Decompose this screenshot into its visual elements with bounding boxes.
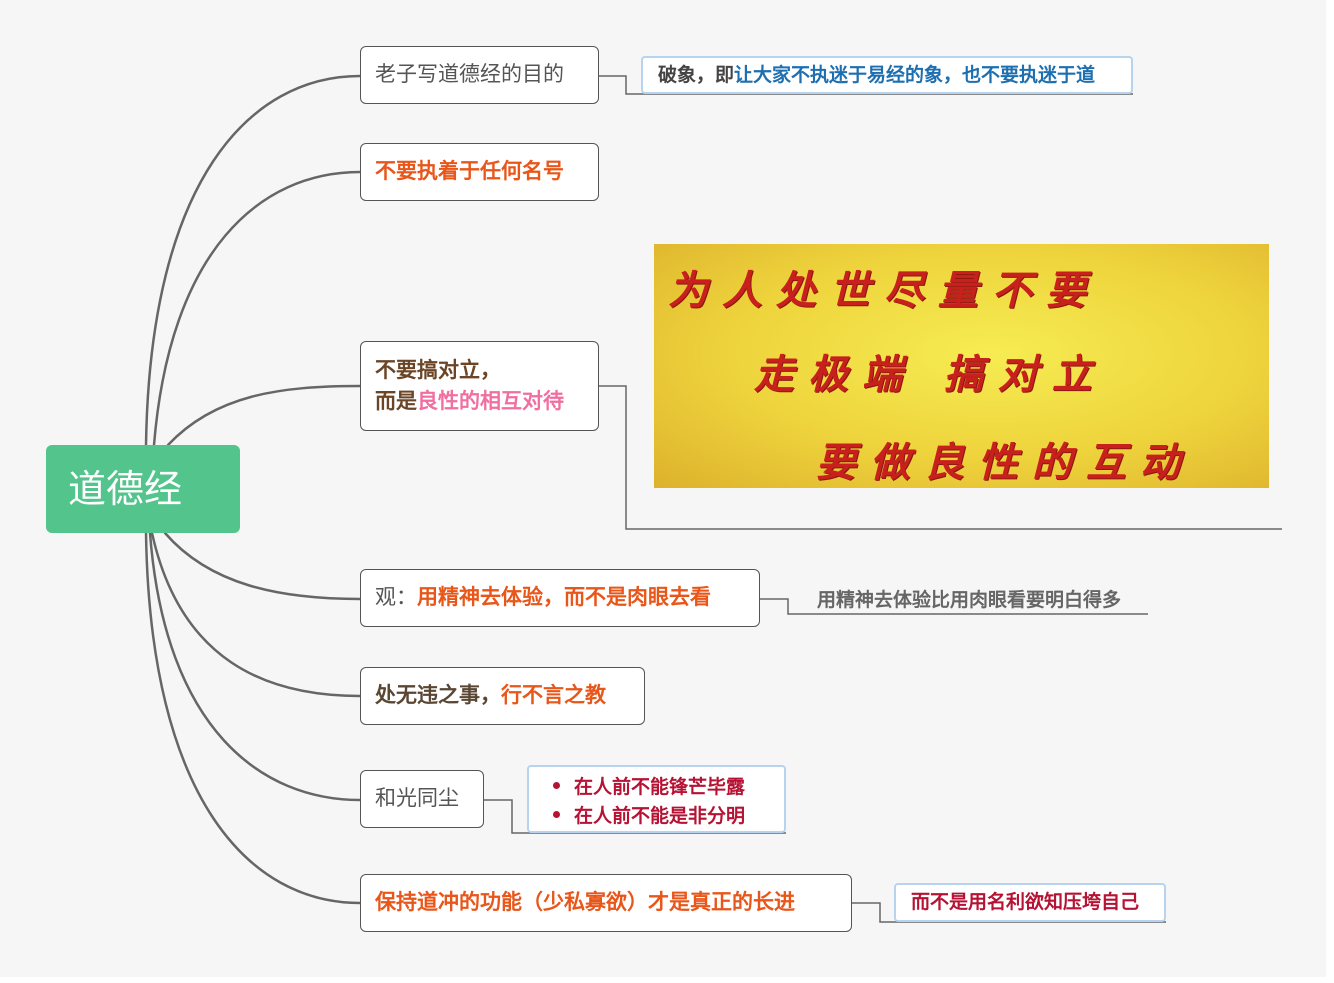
note-harmony-item-2: 在人前不能是非分明	[529, 800, 784, 829]
link-b6-n6	[483, 799, 786, 834]
branch-observe-prefix: 观：	[375, 585, 417, 609]
note-true-progress-label: 而不是用名利欲知压垮自己	[911, 891, 1140, 913]
branch-no-opposition-line1: 不要搞对立，	[375, 358, 501, 382]
branch-no-attachment[interactable]: 不要执着于任何名号	[360, 143, 599, 201]
calligraphy-banner-image: 为人处世尽量不要 走极端 搞对立 要做良性的互动	[654, 244, 1269, 488]
link-root-b5	[150, 531, 362, 698]
note-true-progress[interactable]: 而不是用名利欲知压垮自己	[894, 883, 1166, 922]
link-root-b6	[148, 531, 362, 802]
link-root-b1	[144, 74, 362, 447]
link-b1-n1	[598, 75, 1133, 95]
link-b4-n4	[759, 598, 1148, 615]
note-observe-label: 用精神去体验比用肉眼看要明白得多	[817, 589, 1122, 611]
branch-purpose[interactable]: 老子写道德经的目的	[360, 46, 599, 104]
link-root-b7	[144, 531, 362, 905]
link-root-b3	[166, 384, 362, 447]
branch-harmony[interactable]: 和光同尘	[360, 770, 484, 828]
note-purpose-detail: 让大家不执迷于易经的象，也不要执迷于道	[734, 64, 1096, 86]
branch-true-progress-label: 保持道冲的功能（少私寡欲）才是真正的长进	[375, 890, 795, 914]
banner-line-1: 为人处世尽量不要	[668, 267, 1100, 314]
branch-true-progress[interactable]: 保持道冲的功能（少私寡欲）才是真正的长进	[360, 874, 852, 932]
bullet-dot-icon	[553, 811, 560, 818]
banner-line-3: 要做良性的互动	[816, 439, 1194, 486]
branch-observe[interactable]: 观：用精神去体验，而不是肉眼去看	[360, 569, 760, 627]
branch-purpose-label: 老子写道德经的目的	[375, 62, 564, 86]
branch-no-opposition[interactable]: 不要搞对立， 而是良性的相互对待	[360, 341, 599, 431]
link-root-b4	[163, 531, 362, 601]
branch-harmony-label: 和光同尘	[375, 786, 459, 810]
note-observe[interactable]: 用精神去体验比用肉眼看要明白得多	[817, 585, 1121, 612]
branch-no-attachment-label: 不要执着于任何名号	[375, 159, 564, 183]
root-topic[interactable]: 道德经	[46, 445, 240, 533]
banner-line-2: 走极端 搞对立	[754, 351, 1106, 398]
branch-wuwei[interactable]: 处无违之事，行不言之教	[360, 667, 645, 725]
branch-no-opposition-line2-lead: 而是	[375, 389, 417, 413]
link-b3-banner	[598, 385, 1282, 530]
root-topic-label: 道德经	[68, 467, 183, 511]
note-purpose[interactable]: 破象，即让大家不执迷于易经的象，也不要执迷于道	[641, 56, 1133, 94]
branch-wuwei-lead: 处无违之事，	[375, 683, 501, 707]
note-purpose-lead: 破象，即	[658, 64, 735, 86]
note-harmony[interactable]: 在人前不能锋芒毕露 在人前不能是非分明	[527, 765, 786, 833]
link-root-b2	[152, 170, 362, 447]
bullet-dot-icon	[553, 782, 560, 789]
note-harmony-item-1: 在人前不能锋芒毕露	[529, 771, 784, 800]
link-b7-n7	[851, 902, 1166, 923]
branch-observe-text: 用精神去体验，而不是肉眼去看	[417, 585, 711, 609]
branch-wuwei-highlight: 行不言之教	[501, 683, 606, 707]
branch-no-opposition-line2-highlight: 良性的相互对待	[417, 389, 564, 413]
